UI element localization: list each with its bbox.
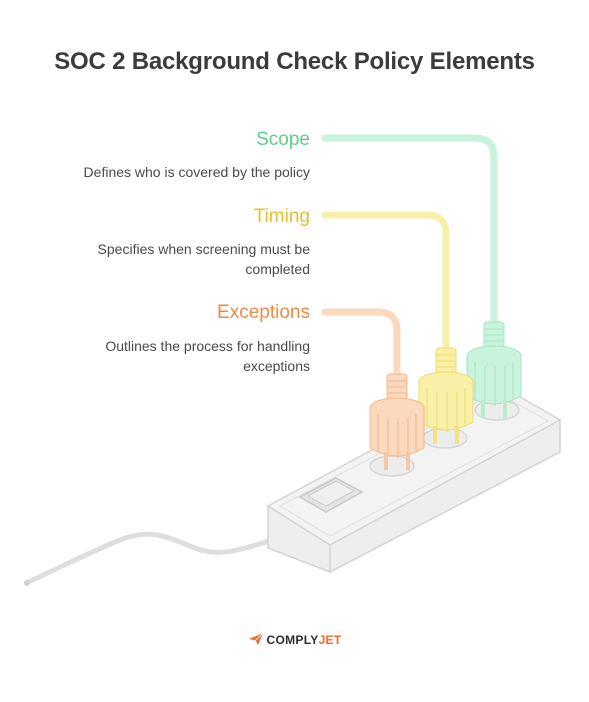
exceptions-description: Outlines the process for handling except… (105, 338, 310, 374)
yellow-plug-icon (418, 347, 474, 444)
logo-text-prefix: COMPLY (266, 633, 319, 647)
logo-text-suffix: JET (318, 633, 342, 647)
green-plug-icon (466, 321, 522, 418)
timing-heading: Timing (253, 206, 310, 227)
exceptions-heading: Exceptions (217, 302, 310, 323)
timing-cable (321, 211, 450, 354)
power-strip-icon (24, 382, 562, 586)
scope-heading: Scope (256, 129, 310, 150)
timing-description: Specifies when screening must be complet… (97, 241, 310, 277)
scope-cable (321, 134, 498, 329)
power-switch-icon (298, 477, 364, 513)
scope-description: Defines who is covered by the policy (83, 164, 310, 180)
orange-plug-icon (369, 373, 425, 470)
exceptions-cable (321, 308, 401, 382)
power-cord (25, 529, 303, 585)
complyjet-logo: COMPLYJET (0, 632, 589, 649)
page-title: SOC 2 Background Check Policy Elements (54, 48, 535, 75)
paper-plane-icon (248, 632, 264, 649)
